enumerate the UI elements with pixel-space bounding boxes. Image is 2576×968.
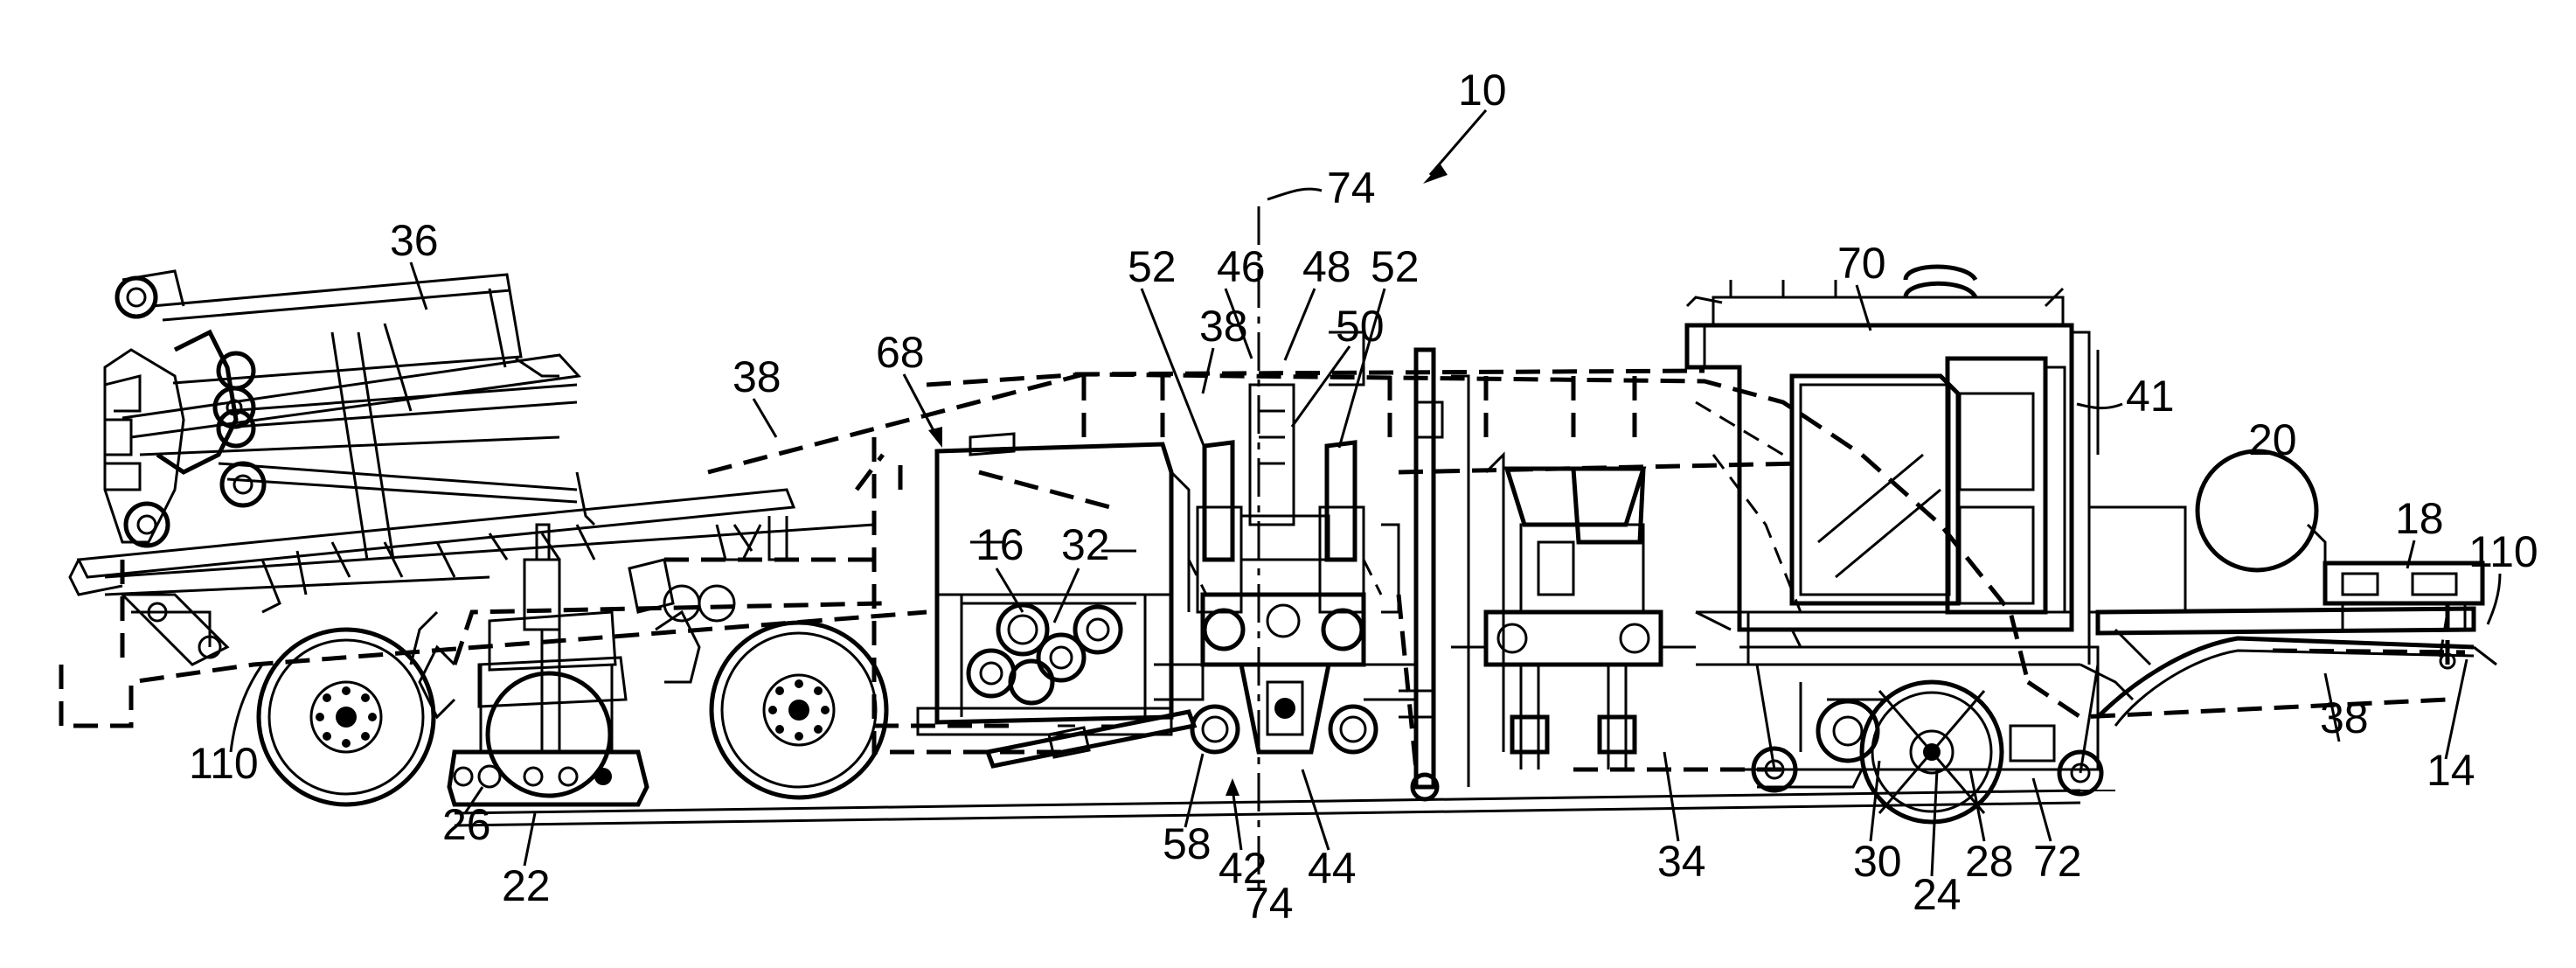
ref-48: 48 [1302,242,1351,291]
ref-28: 28 [1965,837,2014,886]
ref-58: 58 [1163,819,1212,868]
ref-32: 32 [1061,520,1110,569]
ref-30: 30 [1853,837,1902,886]
ref-72: 72 [2033,837,2082,886]
track-baseline [455,790,2115,825]
ref-110-left: 110 [189,739,259,788]
ref-52-right: 52 [1371,242,1420,291]
power-unit-68 [918,434,1189,735]
reference-numerals: 10 74 46 48 50 52 52 38 38 38 36 68 16 3… [189,66,2538,928]
ref-50: 50 [1336,302,1385,351]
ref-36: 36 [390,216,439,265]
ref-18: 18 [2395,494,2444,543]
ref-74-bottom: 74 [1245,879,1294,928]
ref-20: 20 [2248,415,2297,464]
ref-16: 16 [976,520,1024,569]
ref-38-left: 38 [733,352,781,401]
leader-lines [231,110,2500,876]
ref-41: 41 [2126,372,2175,421]
ref-74-top: 74 [1327,164,1376,212]
ref-52-left: 52 [1128,242,1177,291]
boom-beams [70,490,874,665]
ref-38-right: 38 [2320,693,2369,742]
rear-wheel-right [712,623,886,797]
ref-44: 44 [1308,844,1357,893]
ref-14: 14 [2427,746,2475,795]
front-rail-reel-box [2080,451,2496,726]
ref-70: 70 [1837,239,1886,288]
ref-22: 22 [502,861,551,910]
ref-34: 34 [1657,837,1706,886]
ref-10: 10 [1458,66,1507,115]
rail-gear-assembly [411,525,734,804]
tamper-bay [1413,350,1748,799]
ref-68: 68 [876,328,925,377]
ref-24: 24 [1913,870,1962,919]
ref-110-right: 110 [2468,527,2538,576]
